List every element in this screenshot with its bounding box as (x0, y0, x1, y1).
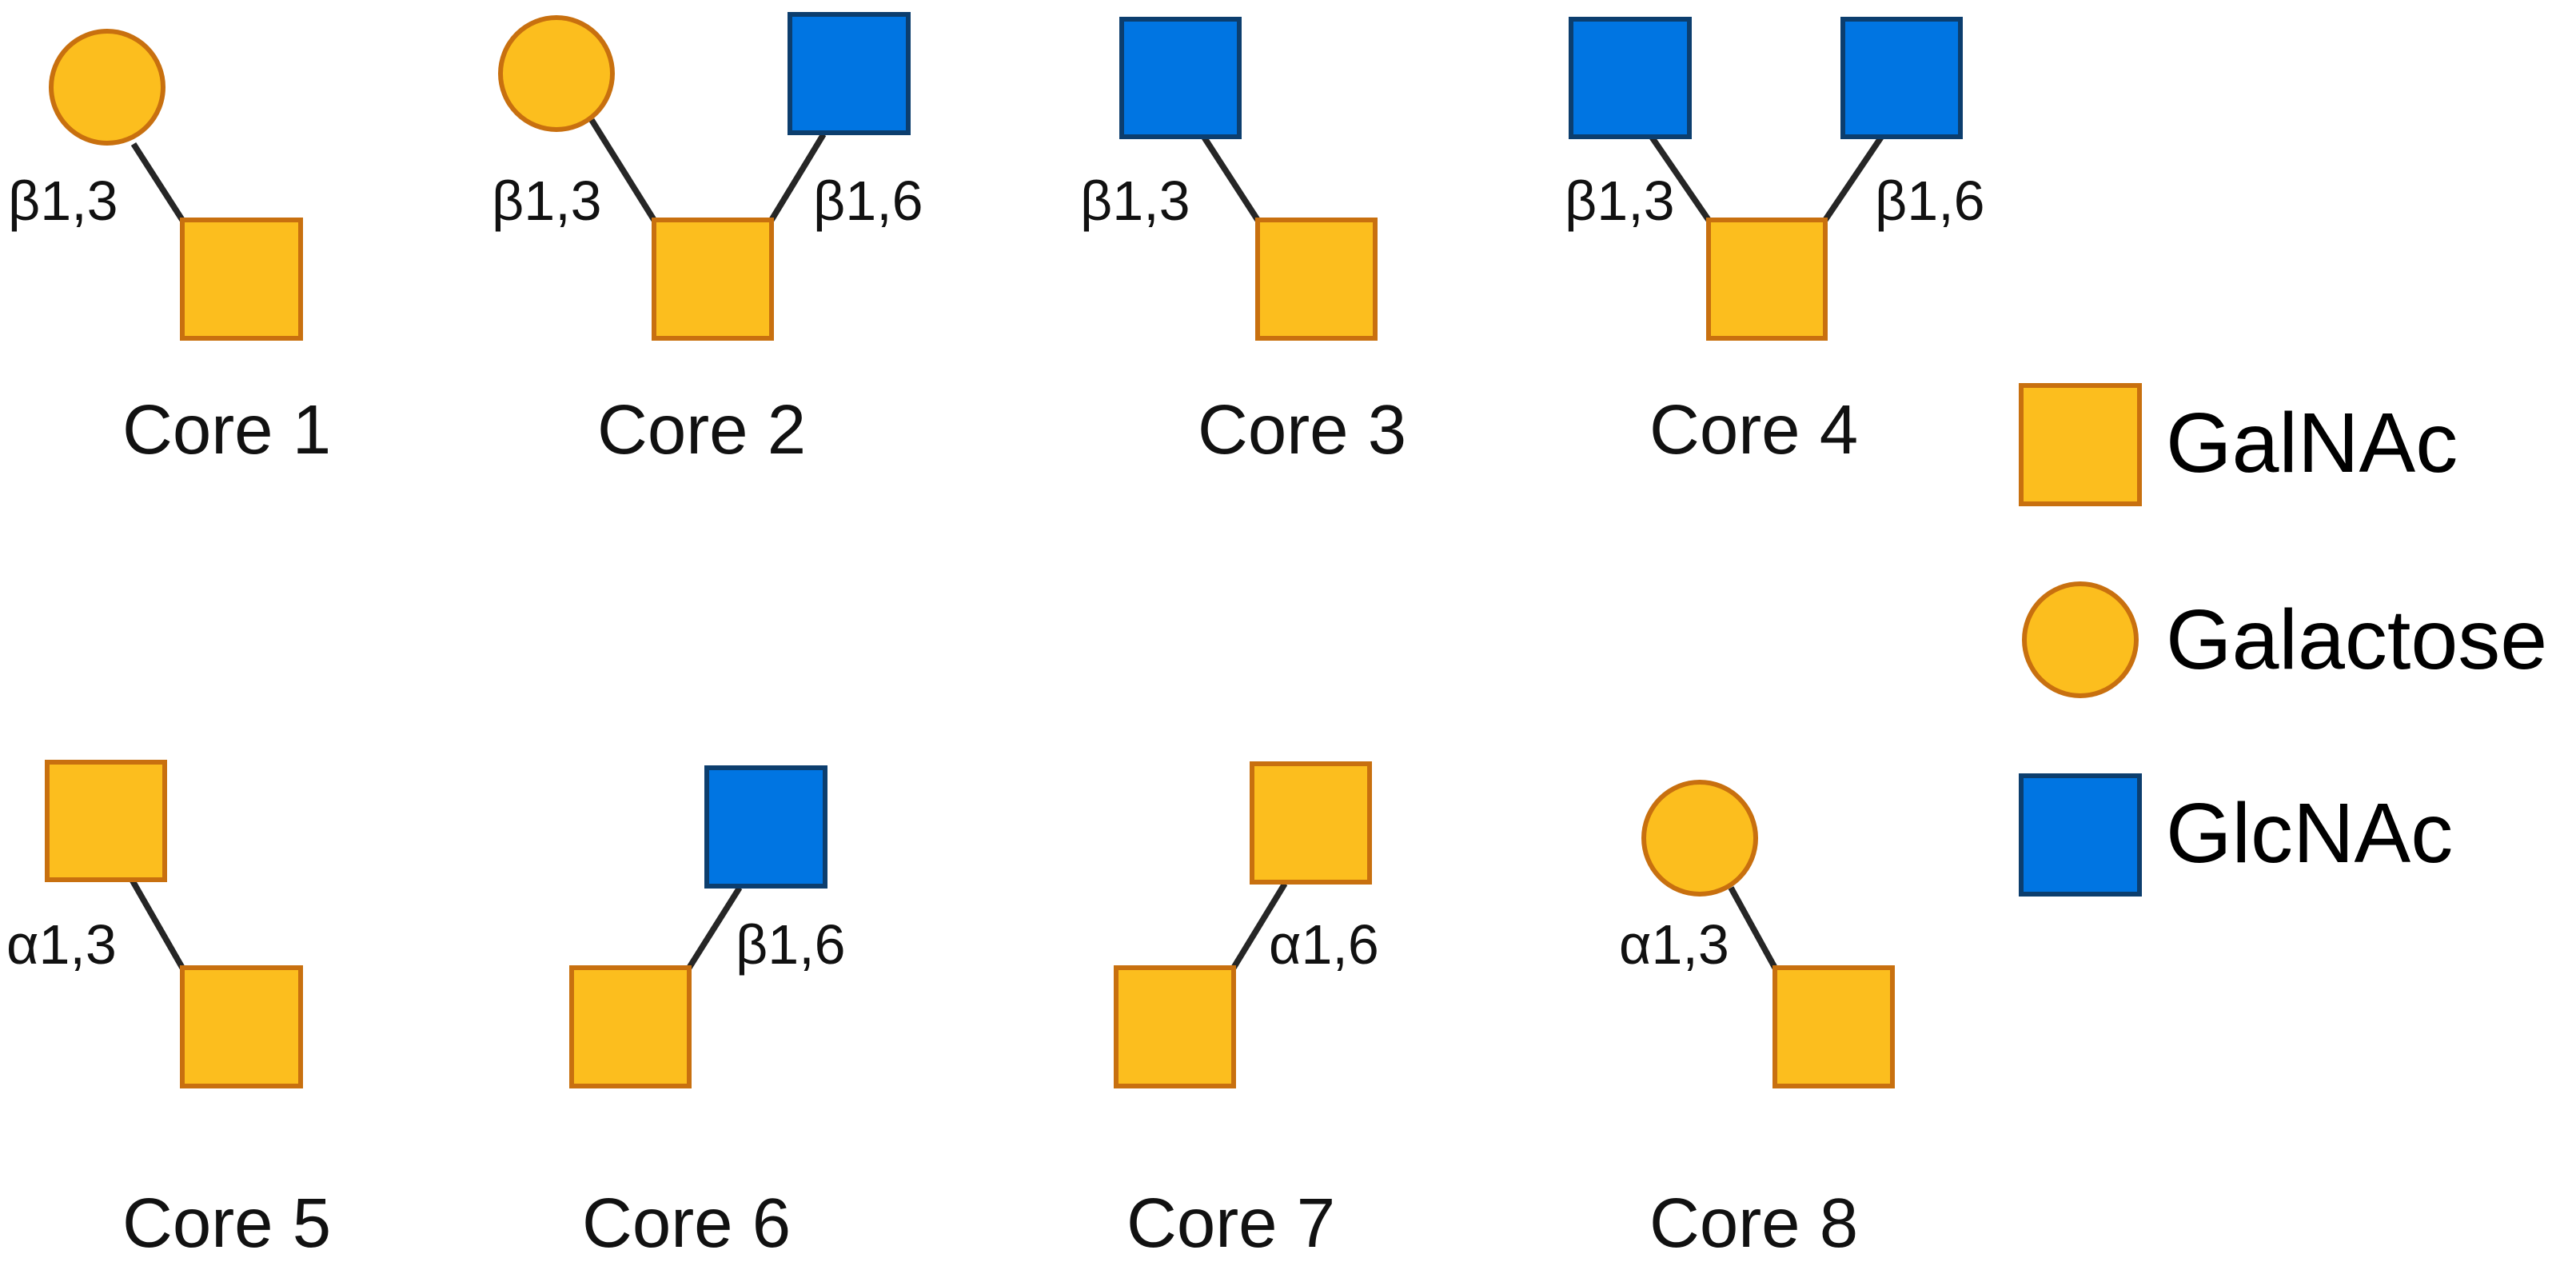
linkage-label: β1,3 (1080, 170, 1190, 232)
legend: GalNAc Galactose GlcNAc (2019, 383, 2547, 897)
galnac-square-icon (1255, 218, 1378, 341)
core-label: Core 4 (1649, 391, 1858, 469)
galnac-square-icon (1114, 965, 1236, 1088)
glycosidic-bond-line (1200, 134, 1261, 222)
linkage-label: β1,3 (8, 170, 118, 232)
core-label: Core 7 (1127, 1184, 1335, 1262)
core-1: β1,3 Core 1 (8, 29, 331, 469)
glcnac-square-icon (1840, 17, 1963, 139)
galnac-square-icon (1772, 965, 1895, 1088)
glycosidic-bond-line (1648, 134, 1712, 222)
legend-item-glcnac: GlcNAc (2019, 773, 2453, 897)
glcnac-square-icon (1569, 17, 1692, 139)
galnac-square-icon (652, 218, 774, 341)
glcnac-square-icon (1119, 17, 1242, 139)
core-7: α1,6 Core 7 (1114, 761, 1379, 1262)
core-label: Core 5 (122, 1184, 331, 1262)
galnac-square-icon (180, 965, 303, 1088)
glycosidic-bond-line (1728, 886, 1778, 969)
galactose-circle-icon (498, 15, 615, 132)
core-label: Core 6 (582, 1184, 791, 1262)
glcnac-square-icon (788, 12, 911, 135)
legend-label: GlcNAc (2166, 786, 2453, 881)
core-label: Core 8 (1649, 1184, 1858, 1262)
legend-label: Galactose (2166, 593, 2547, 687)
glcnac-square-icon (704, 765, 827, 889)
glcnac-square-icon (2019, 773, 2142, 897)
linkage-label: β1,6 (736, 913, 846, 976)
linkage-label: α1,3 (1619, 913, 1729, 976)
galnac-square-icon (2019, 383, 2142, 506)
glycosidic-bond-line (686, 885, 743, 970)
legend-label: GalNAc (2166, 396, 2458, 490)
linkage-label: β1,6 (1875, 170, 1985, 232)
core-6: β1,6 Core 6 (569, 765, 846, 1262)
galactose-circle-icon (2022, 581, 2139, 698)
glycosidic-bond-line (1822, 134, 1885, 222)
linkage-label: β1,6 (813, 170, 923, 232)
glycosidic-bond-line (129, 878, 185, 969)
linkage-label: α1,6 (1269, 913, 1379, 976)
galnac-square-icon (569, 965, 692, 1088)
core-label: Core 1 (122, 391, 331, 469)
glycosidic-bond-line (588, 118, 657, 222)
linkage-label: α1,3 (6, 913, 117, 976)
galactose-circle-icon (1641, 780, 1758, 897)
galnac-square-icon (1706, 218, 1828, 341)
galnac-square-icon (180, 218, 303, 341)
legend-item-galnac: GalNAc (2019, 383, 2458, 506)
glycosidic-bond-line (130, 142, 185, 222)
core-5: α1,3 Core 5 (6, 760, 331, 1262)
linkage-label: β1,3 (492, 170, 602, 232)
core-2: β1,3 β1,6 Core 2 (492, 12, 923, 469)
galactose-circle-icon (49, 29, 165, 146)
glycosidic-bond-line (1230, 882, 1288, 969)
galnac-square-icon (1250, 761, 1372, 885)
core-label: Core 2 (597, 391, 806, 469)
core-4: β1,3 β1,6 Core 4 (1565, 17, 1985, 469)
legend-item-galactose: Galactose (2022, 581, 2547, 698)
galnac-square-icon (45, 760, 167, 882)
core-3: β1,3 Core 3 (1080, 17, 1406, 469)
linkage-label: β1,3 (1565, 170, 1675, 232)
core-label: Core 3 (1198, 391, 1406, 469)
core-8: α1,3 Core 8 (1619, 780, 1895, 1262)
glycosidic-bond-line (768, 133, 827, 222)
